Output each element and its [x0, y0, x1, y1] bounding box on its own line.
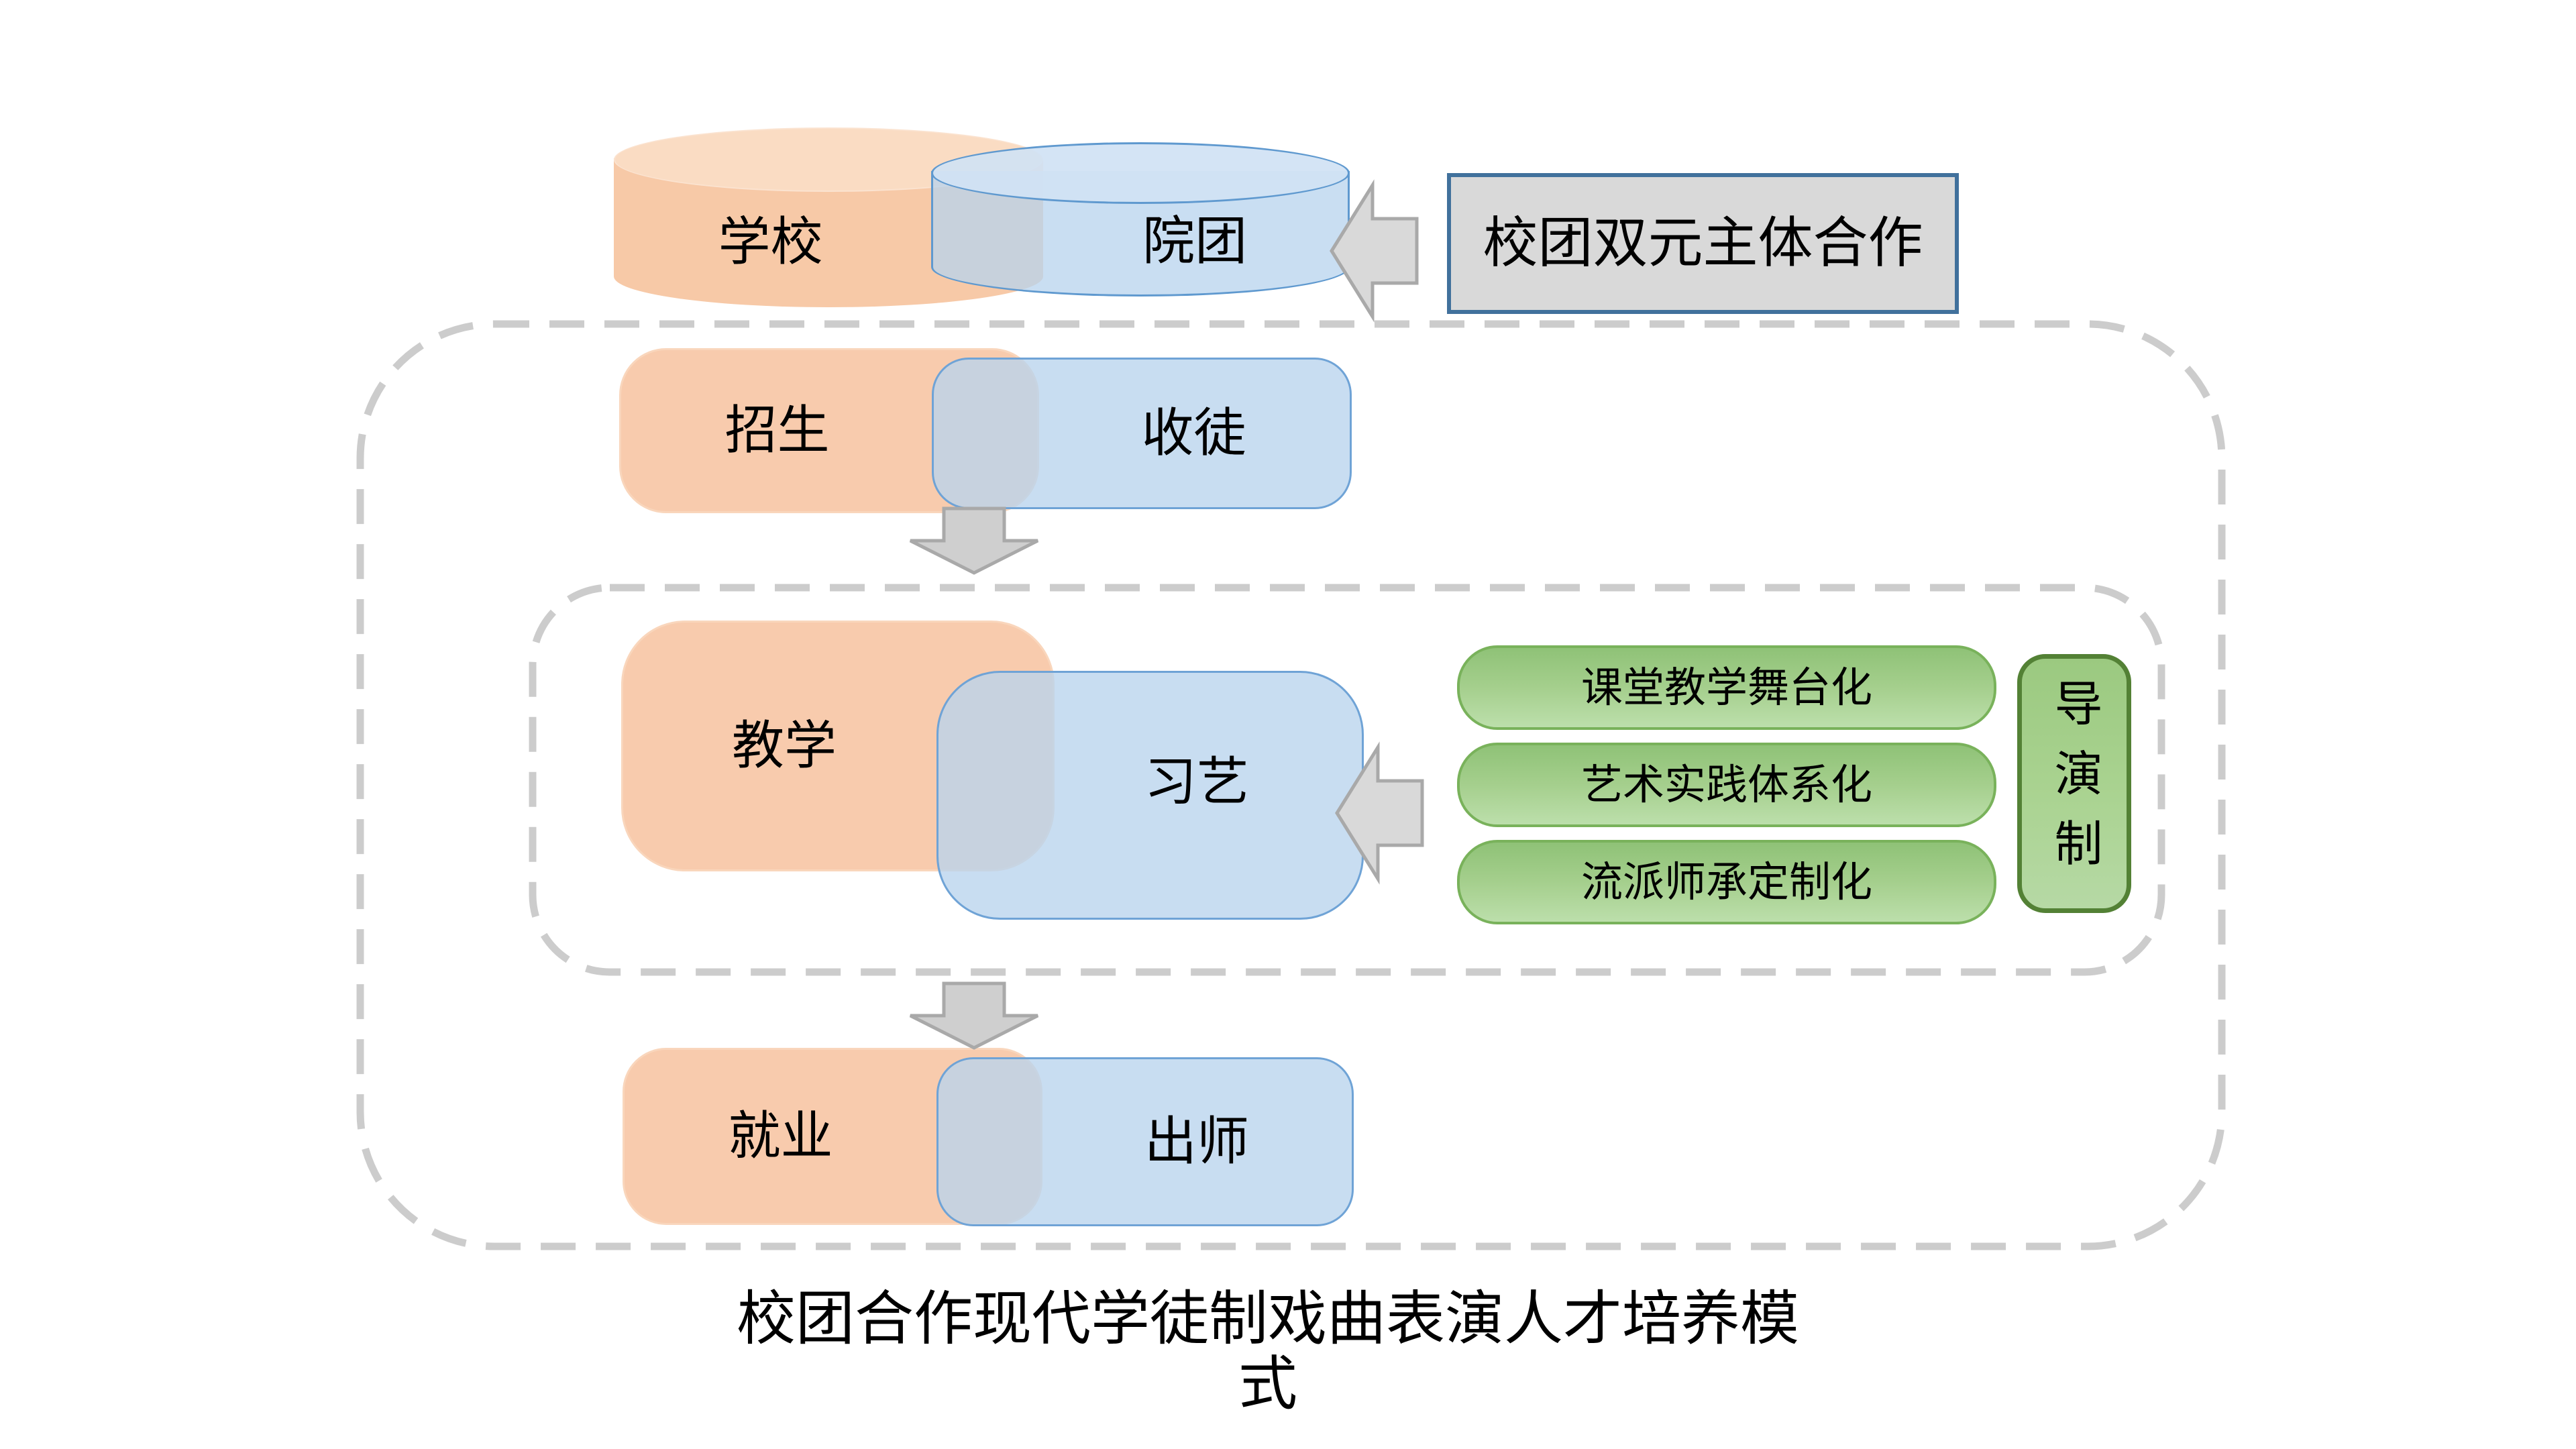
school-cylinder-label: 学校 [718, 212, 823, 272]
employ-troupe-box: 出师 [936, 1057, 1354, 1226]
employ-school-label: 就业 [728, 1106, 833, 1167]
method-pill-practice: 艺术实践体系化 [1457, 743, 1996, 827]
troupe-cylinder-top [931, 142, 1350, 204]
employ-troupe-label: 出师 [1144, 1112, 1249, 1172]
director-system-label: 导演制 [2046, 678, 2102, 889]
troupe-cylinder-label: 院团 [1142, 211, 1248, 272]
train-troupe-label: 习艺 [1144, 751, 1249, 812]
director-system-box: 导演制 [2017, 654, 2131, 913]
arrow-down-recruit-to-train-icon [909, 506, 1039, 575]
recruit-school-label: 招生 [724, 400, 830, 461]
cooperation-box-label: 校团双元主体合作 [1483, 211, 1923, 275]
train-school-label: 教学 [731, 716, 837, 776]
diagram-caption: 校团合作现代学徒制戏曲表演人才培养模式 [736, 1284, 1799, 1418]
troupe-cylinder: 院团 [931, 142, 1350, 297]
method-pill-mentorship: 流派师承定制化 [1457, 840, 1996, 924]
recruit-troupe-box: 收徒 [932, 358, 1352, 509]
recruit-troupe-label: 收徒 [1141, 403, 1246, 464]
method-pill-classroom: 课堂教学舞台化 [1457, 645, 1996, 730]
arrow-down-train-to-employ-icon [909, 981, 1039, 1050]
train-troupe-box: 习艺 [936, 671, 1364, 920]
cooperation-box: 校团双元主体合作 [1447, 173, 1959, 314]
